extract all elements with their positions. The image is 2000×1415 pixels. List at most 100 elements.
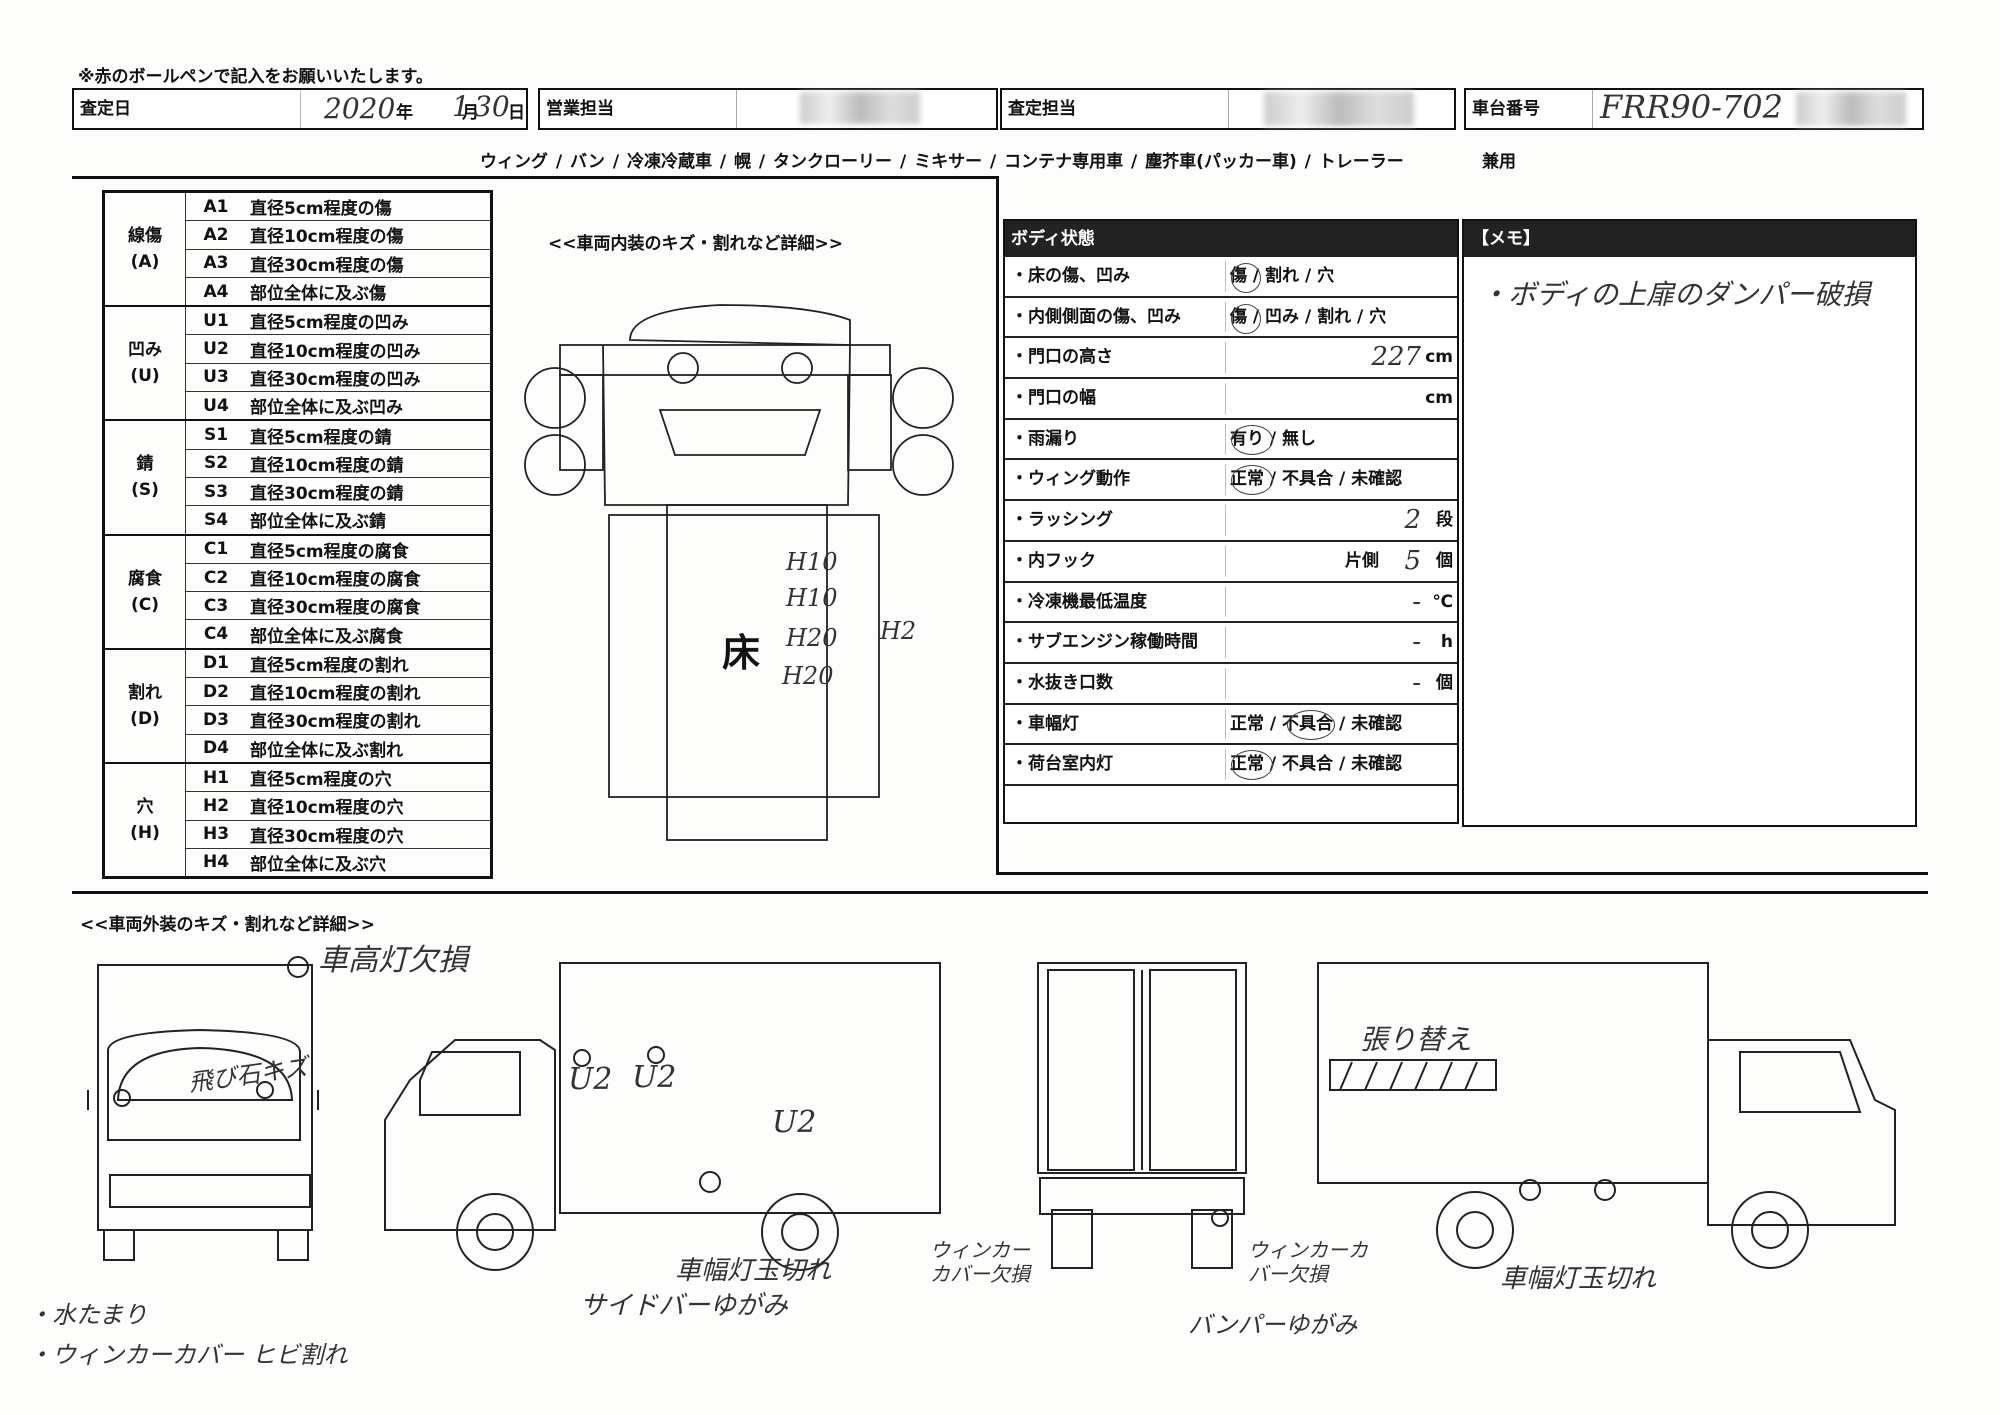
row-separator xyxy=(1225,383,1226,414)
legend-group: 錆(S) xyxy=(103,419,186,536)
body-status-row[interactable]: ・ウィング動作正常 / 不具合 / 未確認 xyxy=(1005,460,1457,502)
truck-cab-body xyxy=(602,344,851,506)
body-status-label: ・水抜き口数 xyxy=(1011,672,1113,693)
body-status-value: 2 xyxy=(1404,505,1421,536)
legend-group: 穴(H) xyxy=(103,761,186,879)
redacted-chassis-suffix xyxy=(1796,92,1906,126)
chassis-number-box[interactable]: 車台番号 FRR90-702 xyxy=(1464,88,1924,130)
legend-description: 直径10cm程度の割れ xyxy=(246,677,492,707)
date-month: 1 xyxy=(452,90,470,123)
body-status-row[interactable]: ・雨漏り有り / 無し xyxy=(1005,420,1457,461)
date-day: 30 xyxy=(474,90,510,123)
legend-code: H3 xyxy=(185,819,246,849)
legend-code: S1 xyxy=(185,419,246,450)
note-side-u2-1: U2 xyxy=(568,1062,613,1097)
row-separator xyxy=(1225,586,1226,618)
legend-group-code: (C) xyxy=(130,594,159,615)
legend-description: 部位全体に及ぶ穴 xyxy=(246,847,492,879)
body-status-label: ・車幅灯 xyxy=(1011,713,1079,734)
note-right-lamp: 車幅灯玉切れ xyxy=(1500,1264,1657,1294)
legend-group-name: 線傷 xyxy=(128,226,162,247)
row-separator xyxy=(1225,627,1226,658)
row-separator xyxy=(1225,301,1226,333)
body-status-label: ・内側側面の傷、凹み xyxy=(1011,306,1181,327)
row-separator xyxy=(1225,464,1226,496)
body-status-row[interactable]: ・内側側面の傷、凹み傷 / 凹み / 割れ / 穴 xyxy=(1005,298,1457,339)
truck-cab-top xyxy=(559,344,891,376)
body-status-row[interactable]: ・冷凍機最低温度-℃ xyxy=(1005,583,1457,624)
legend-code: A3 xyxy=(185,248,246,278)
body-status-row[interactable]: ・床の傷、凹み傷 / 割れ / 穴 xyxy=(1005,257,1457,298)
body-status-title: ボディ状態 xyxy=(1005,221,1457,257)
legend-code: S2 xyxy=(185,448,246,478)
memo-text: ・ボディの上扉のダンパー破損 xyxy=(1480,278,1871,311)
section-divider-top xyxy=(72,176,998,179)
row-separator xyxy=(1225,423,1226,455)
interior-mark-2: H10 xyxy=(786,584,838,612)
note-side-bar: サイドバーゆがみ xyxy=(580,1291,789,1321)
body-status-value: - xyxy=(1412,627,1421,658)
inspection-date-label: 査定日 xyxy=(74,90,301,128)
body-type-shared: 兼用 xyxy=(1482,152,1516,172)
sales-rep-box[interactable]: 営業担当 xyxy=(538,88,998,130)
legend-description: 直径30cm程度の錆 xyxy=(246,476,492,507)
redacted-appraiser-name xyxy=(1264,92,1414,126)
legend-description: 直径10cm程度の腐食 xyxy=(246,562,492,593)
wheel-front-left xyxy=(524,367,586,429)
body-status-label: ・雨漏り xyxy=(1011,428,1079,449)
body-type-list: ウィング / バン / 冷凍冷蔵車 / 幌 / タンクローリー / ミキサー /… xyxy=(480,152,1404,172)
legend-code: C3 xyxy=(185,591,246,621)
interior-mark-4: H20 xyxy=(782,662,834,690)
selection-circle xyxy=(1231,750,1273,781)
body-status-options: 正常 / 不具合 / 未確認 xyxy=(1230,754,1403,775)
selection-circle xyxy=(1231,465,1273,496)
body-status-label: ・冷凍機最低温度 xyxy=(1011,591,1147,612)
legend-group-name: 凹み xyxy=(128,340,162,361)
selection-circle xyxy=(1231,263,1261,293)
legend-description: 直径5cm程度の腐食 xyxy=(246,533,492,564)
legend-group-code: (S) xyxy=(131,480,159,501)
legend-group-code: (A) xyxy=(130,252,160,273)
legend-description: 直径30cm程度の穴 xyxy=(246,819,492,849)
inspection-date-box[interactable]: 査定日 2020 年 1 月 30 日 xyxy=(72,88,528,130)
body-status-row[interactable]: ・サブエンジン稼働時間-h xyxy=(1005,623,1457,664)
body-status-unit: cm xyxy=(1425,388,1453,409)
legend-code: D1 xyxy=(185,647,246,679)
mirror-box-left xyxy=(559,374,604,471)
legend-description: 直径30cm程度の割れ xyxy=(246,705,492,735)
body-status-value: 5 xyxy=(1404,545,1421,576)
legend-group-name: 穴 xyxy=(136,797,154,818)
legend-code: H2 xyxy=(185,791,246,821)
memo-panel[interactable]: 【メモ】 ・ボディの上扉のダンパー破損 xyxy=(1462,219,1917,827)
legend-description: 部位全体に及ぶ錆 xyxy=(246,505,492,536)
body-status-unit: 段 xyxy=(1436,510,1453,531)
body-status-row[interactable]: ・荷台室内灯正常 / 不具合 / 未確認 xyxy=(1005,745,1457,786)
legend-description: 直径30cm程度の凹み xyxy=(246,362,492,393)
legend-code: U1 xyxy=(185,305,246,336)
legend-description: 部位全体に及ぶ割れ xyxy=(246,733,492,764)
section-divider-right-bottom xyxy=(996,872,1928,875)
row-separator xyxy=(1225,708,1226,740)
appraiser-box[interactable]: 査定担当 xyxy=(1000,88,1456,130)
body-status-row[interactable]: ・車幅灯正常 / 不具合 / 未確認 xyxy=(1005,705,1457,746)
body-status-label: ・内フック xyxy=(1011,550,1096,571)
row-separator xyxy=(1225,342,1226,374)
note-side-u2-2: U2 xyxy=(632,1060,677,1095)
body-status-row[interactable]: ・水抜き口数-個 xyxy=(1005,664,1457,705)
body-status-value: 227 xyxy=(1371,342,1421,373)
body-status-unit: ℃ xyxy=(1432,591,1453,612)
legend-group-code: (D) xyxy=(130,708,160,729)
legend-description: 直径5cm程度の凹み xyxy=(246,305,492,336)
row-separator xyxy=(1225,749,1226,780)
